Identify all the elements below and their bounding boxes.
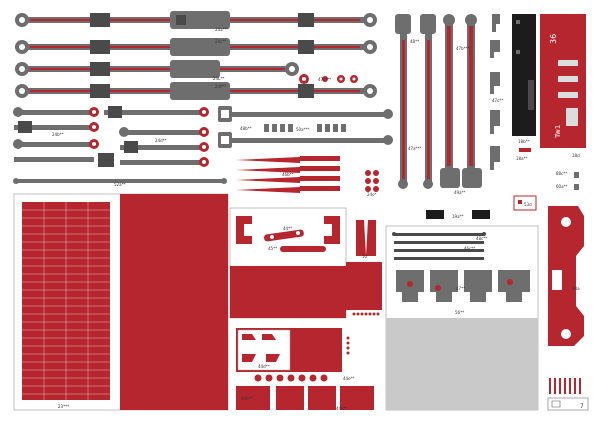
pushrods-group: 48b** 50a*** xyxy=(218,106,393,148)
gear-row-44e: 44e** xyxy=(254,374,355,382)
label-44a: 44a xyxy=(572,286,580,291)
label-24e: 24e* xyxy=(367,192,377,197)
label-47d: 47a*** xyxy=(408,146,422,151)
label-47c: 47c*** xyxy=(318,77,331,82)
panel-56: 19a** 53d 48c** 46c** 47** 56** xyxy=(385,195,539,411)
label-36: 36 xyxy=(549,34,558,44)
label-60a: 60a** xyxy=(556,184,568,189)
connecting-rod-24a: 24a*** xyxy=(15,11,377,32)
label-49a: 49a** xyxy=(454,190,466,195)
label-18a: 18a** xyxy=(516,156,528,161)
connecting-rod-24p: 24P** xyxy=(15,82,377,100)
vertical-lever-1 xyxy=(395,14,411,189)
label-47b: 47b*** xyxy=(456,46,470,51)
vertical-levers-group: 47a*** 49a** 48** 47b*** 47c** xyxy=(395,14,503,195)
label-47: 47** xyxy=(456,286,465,291)
label-24l: 24L** xyxy=(213,76,224,81)
label-19a: 19a** xyxy=(452,214,464,219)
brackets-47c: 47c** xyxy=(490,14,503,170)
label-56: 56** xyxy=(455,310,464,315)
red-spikes-46b: 46b** xyxy=(236,156,340,193)
crank-levers-group: 24b** 24d** 52a** xyxy=(13,106,227,187)
small-clips-50a: 50a*** xyxy=(264,124,346,132)
dots-row xyxy=(352,312,380,316)
label-52a: 52a** xyxy=(114,182,126,187)
connecting-rod-24l: 24L** xyxy=(15,60,299,81)
lever-row-4 xyxy=(14,153,209,167)
red-panel-tw1: 36 Tw1 18d xyxy=(540,14,586,158)
red-dots-24e: 24e* xyxy=(365,170,379,197)
label-44e: 44e** xyxy=(343,376,355,381)
label-50: 50 xyxy=(362,254,368,259)
label-47c-2: 47c** xyxy=(492,98,503,103)
label-88c: 88c** xyxy=(556,171,567,176)
label-46b: 46b** xyxy=(282,172,294,177)
label-24p: 24P** xyxy=(215,84,227,89)
label-24c: 24c** xyxy=(215,39,226,44)
label-24a: 24a*** xyxy=(215,27,229,32)
label-44: 44** xyxy=(283,226,292,231)
label-48: 48** xyxy=(410,39,419,44)
vertical-lever-4: 49a** xyxy=(454,14,482,195)
label-24d: 24d** xyxy=(155,138,167,143)
lever-row-3: 24d** xyxy=(13,138,209,153)
panel-44d: 44d** xyxy=(236,328,350,372)
label-53d: 53d xyxy=(524,202,532,207)
label-tw1: Tw1 xyxy=(554,125,562,139)
clip-row-47: 47** xyxy=(396,270,530,302)
label-44b: 44b** xyxy=(241,396,253,401)
panel-23: 23*** xyxy=(13,193,229,411)
label-48b: 48b** xyxy=(240,126,252,131)
rod-52a: 52a** xyxy=(13,178,227,187)
label-18: 18d xyxy=(572,153,580,158)
connecting-rods-group: 24a*** 24c** 24L** xyxy=(15,11,377,100)
label-50a: 50a*** xyxy=(296,127,310,132)
lever-row-2: 24b** xyxy=(14,121,209,137)
label-23: 23*** xyxy=(58,404,69,409)
vertical-lever-3 xyxy=(440,14,460,188)
small-clips-88c: 88c** 60a** xyxy=(556,171,579,190)
publisher-logo: 7 xyxy=(547,397,589,411)
label-44d: 44d** xyxy=(258,364,270,369)
label-46c: 46c** xyxy=(464,246,475,251)
label-48c: 48c** xyxy=(476,236,487,241)
label-44c: 44c** xyxy=(336,406,347,411)
label-24b: 24b** xyxy=(52,132,64,137)
page-number: 7 xyxy=(580,403,584,410)
bottom-red-panels: 44b** 44c** xyxy=(236,386,374,411)
panel-44: 44** 45** xyxy=(229,207,347,319)
discs-47c: 47c*** xyxy=(299,74,358,84)
label-18b: 18b** xyxy=(518,139,530,144)
red-parts-44b: 50 xyxy=(346,220,382,316)
connecting-rod-24c: 24c** xyxy=(15,38,377,56)
lever-row-1 xyxy=(13,106,209,118)
red-bracket-44a: 44a xyxy=(548,206,584,346)
red-pins xyxy=(549,378,581,394)
black-block-18b: 18b** 18a** xyxy=(512,14,536,161)
label-45: 45** xyxy=(268,246,277,251)
vertical-lever-2: 47a*** xyxy=(408,14,436,189)
